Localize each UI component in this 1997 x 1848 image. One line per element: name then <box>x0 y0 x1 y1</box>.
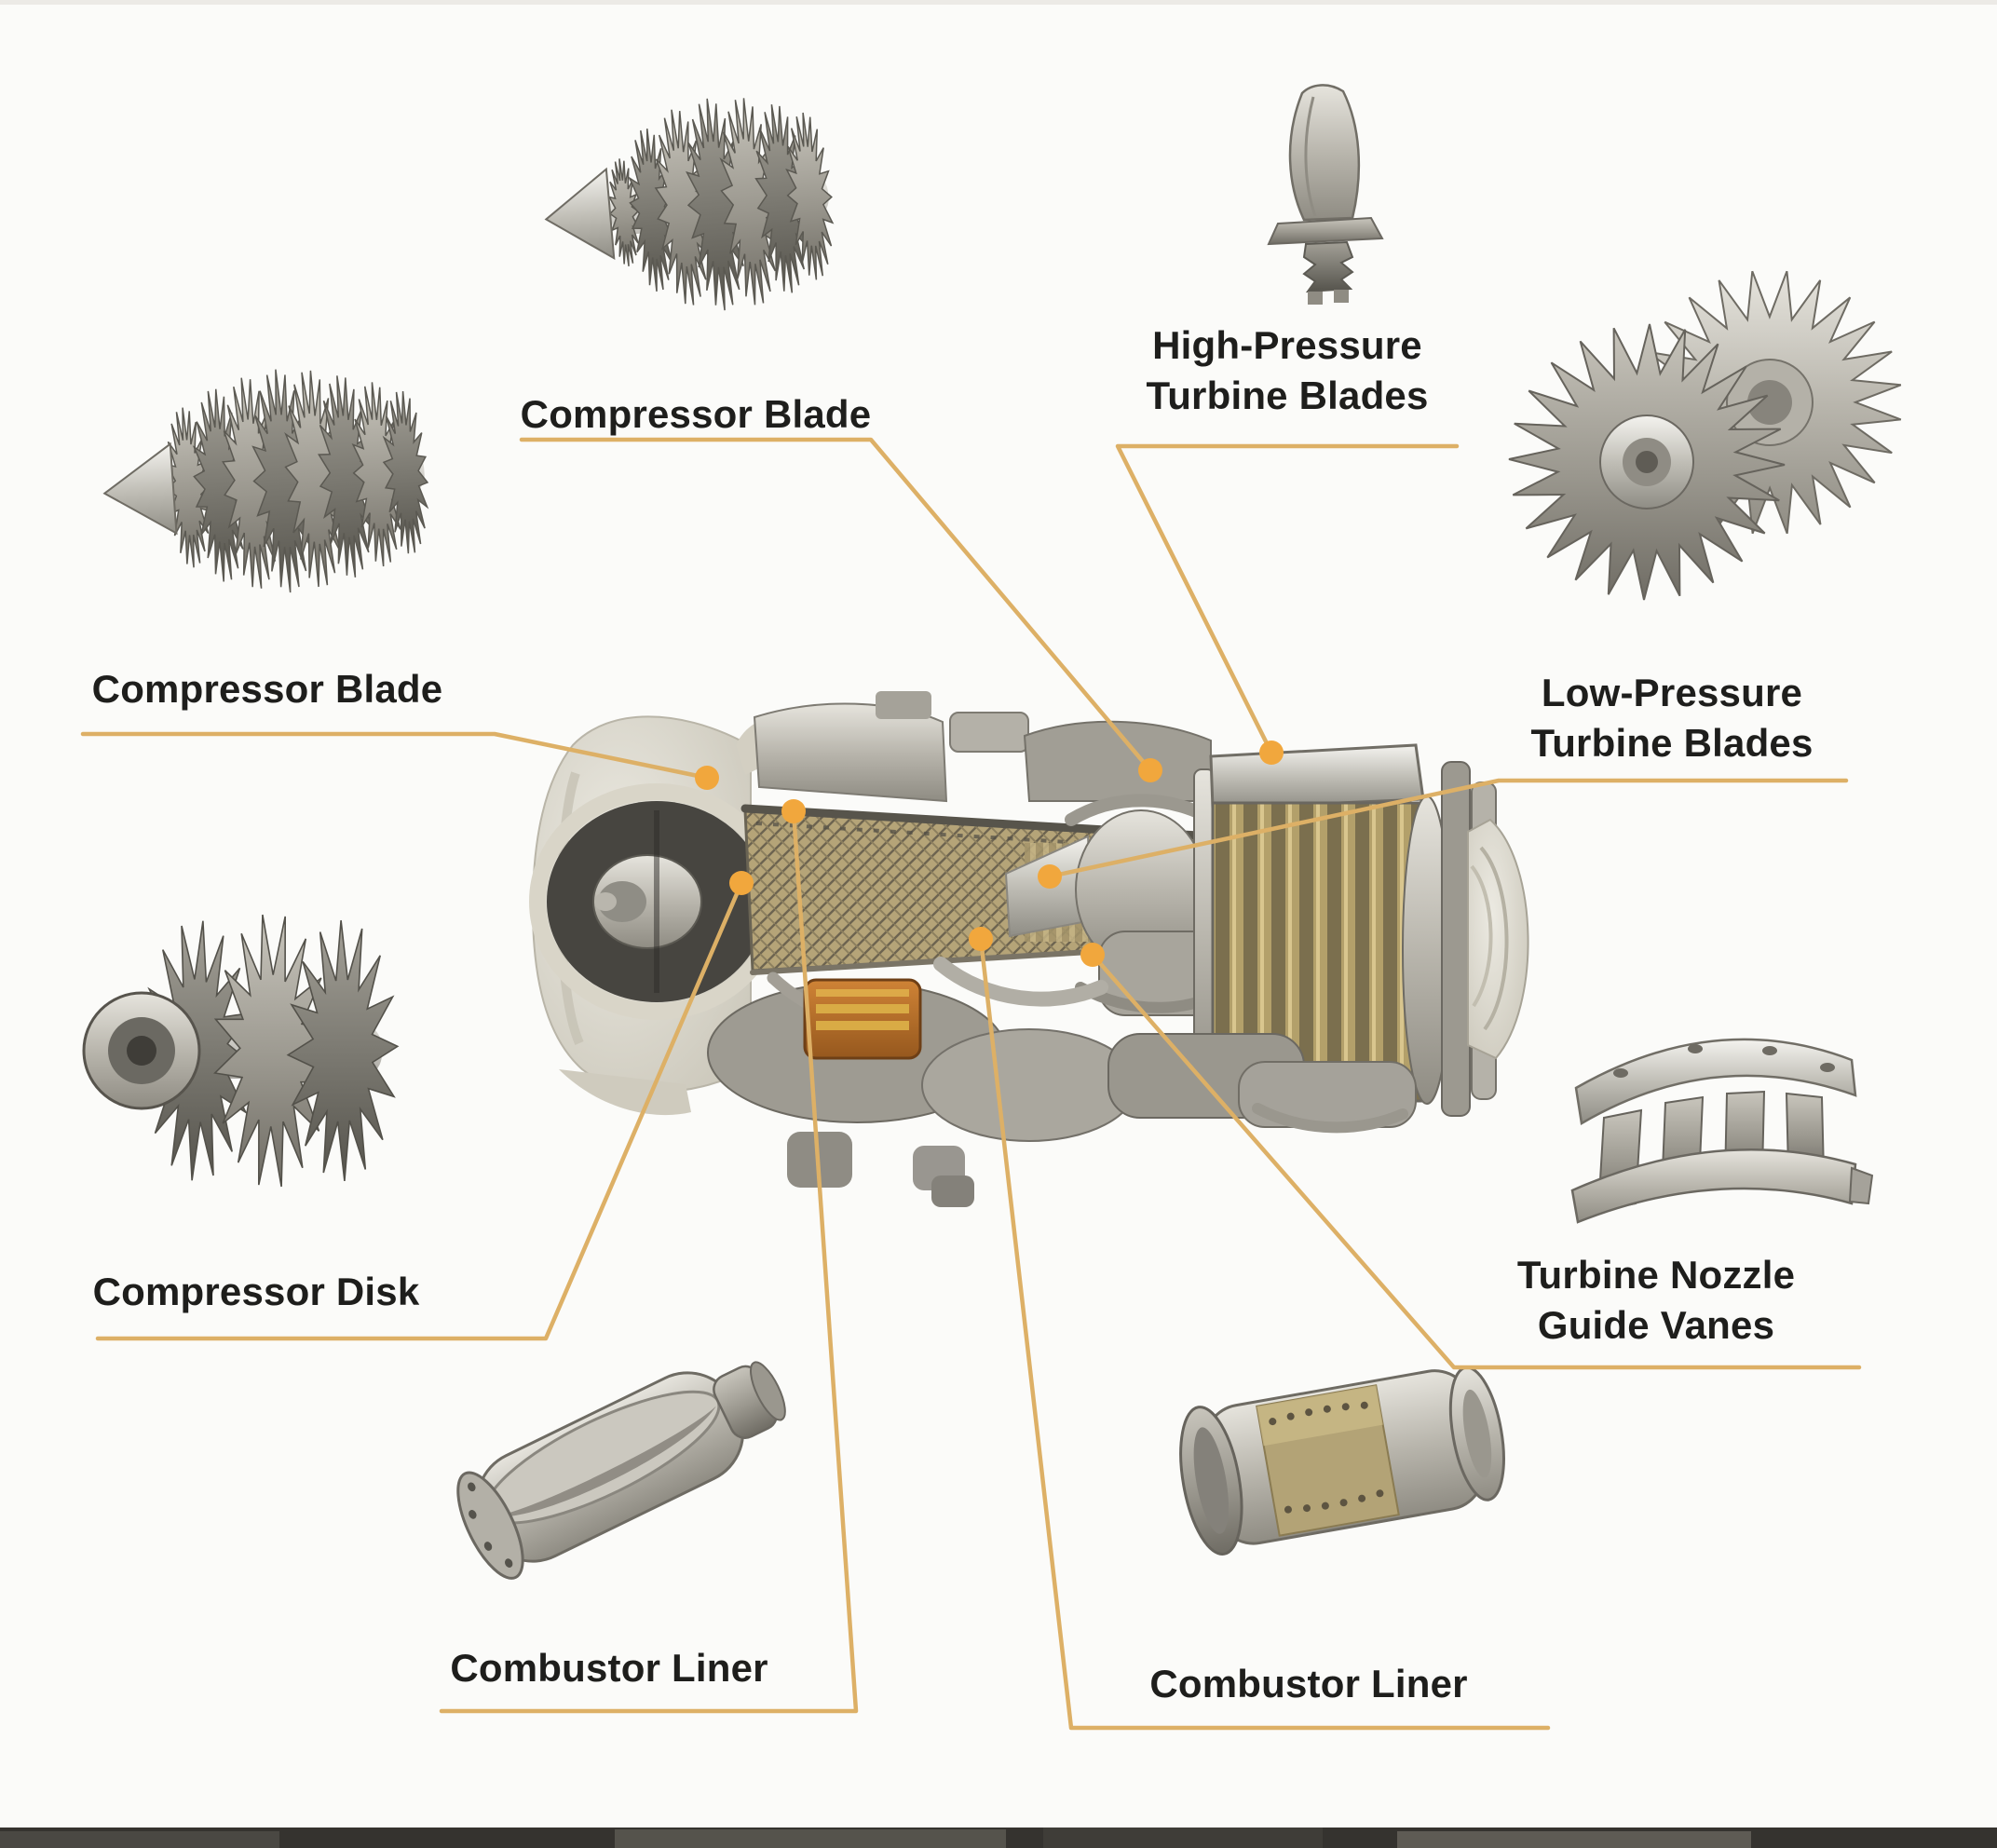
part-compressor-disk <box>82 914 400 1188</box>
part-turbine-nozzle-guide-vanes <box>1570 1038 1874 1224</box>
label-compressor-blade-left: Compressor Blade <box>92 664 443 714</box>
label-text: Turbine Blades <box>1146 374 1429 417</box>
label-text: Compressor Blade <box>91 667 443 711</box>
part-compressor-blade-rotor-top <box>544 98 835 311</box>
leader-line-compressor-blade-left <box>80 731 710 781</box>
label-text: Turbine Nozzle <box>1516 1253 1796 1297</box>
leader-line-compressor-disk <box>95 880 744 1341</box>
label-text: Combustor Liner <box>450 1646 768 1690</box>
accessory-box <box>803 978 922 1060</box>
callout-dot-compressor-disk <box>729 871 754 895</box>
part-compressor-blade-rotor-left <box>102 369 429 593</box>
label-text: High-Pressure <box>1152 323 1422 367</box>
callout-dot-low-pressure-turbine-blades <box>1038 864 1062 889</box>
label-low-pressure-turbine-blades: Low-Pressure Turbine Blades <box>1530 668 1813 768</box>
callout-dots <box>695 741 1284 967</box>
leader-line-turbine-nozzle-guide-vanes <box>1090 952 1862 1370</box>
callout-dot-combustor-liner-left <box>781 799 806 823</box>
leader-line-low-pressure-turbine-blades <box>1047 778 1849 879</box>
callout-dot-combustor-liner-right <box>969 927 993 951</box>
engine-cutaway <box>529 691 1529 1207</box>
bottom-edge-strip <box>0 1828 1997 1848</box>
part-combustor-liner-right <box>1179 1366 1505 1556</box>
part-low-pressure-turbine-wheel <box>1508 270 1902 601</box>
label-text: Compressor Disk <box>92 1270 420 1313</box>
leader-line-combustor-liner-left <box>439 808 859 1714</box>
label-text: Turbine Blades <box>1530 721 1814 765</box>
callout-dot-high-pressure-turbine-blades <box>1259 741 1284 765</box>
label-high-pressure-turbine-blades: High-Pressure Turbine Blades <box>1146 320 1428 421</box>
label-text: Combustor Liner <box>1149 1662 1468 1705</box>
part-combustor-liner-left <box>456 1361 786 1580</box>
gearbox-cluster <box>707 957 1417 1207</box>
leader-line-high-pressure-turbine-blades <box>1115 443 1460 755</box>
leader-line-combustor-liner-right <box>978 936 1551 1731</box>
label-text: Guide Vanes <box>1537 1303 1775 1347</box>
top-edge-strip <box>0 0 1997 5</box>
part-high-pressure-turbine-blade <box>1267 84 1384 305</box>
callout-dot-compressor-blade-left <box>695 766 719 790</box>
label-combustor-liner-right: Combustor Liner <box>1149 1659 1467 1709</box>
label-turbine-nozzle-guide-vanes: Turbine Nozzle Guide Vanes <box>1517 1250 1795 1351</box>
label-combustor-liner-left: Combustor Liner <box>450 1643 768 1693</box>
label-compressor-disk: Compressor Disk <box>93 1267 420 1317</box>
label-compressor-blade-top: Compressor Blade <box>521 389 872 440</box>
leader-line-compressor-blade-top <box>519 437 1153 773</box>
callout-dot-turbine-nozzle-guide-vanes <box>1080 943 1105 967</box>
callout-dot-compressor-blade-top <box>1138 758 1162 782</box>
leader-lines <box>80 437 1862 1731</box>
exhaust-cone <box>1467 818 1529 1060</box>
inlet-annulus <box>529 783 784 1020</box>
label-text: Low-Pressure <box>1541 671 1803 714</box>
label-text: Compressor Blade <box>520 392 872 436</box>
